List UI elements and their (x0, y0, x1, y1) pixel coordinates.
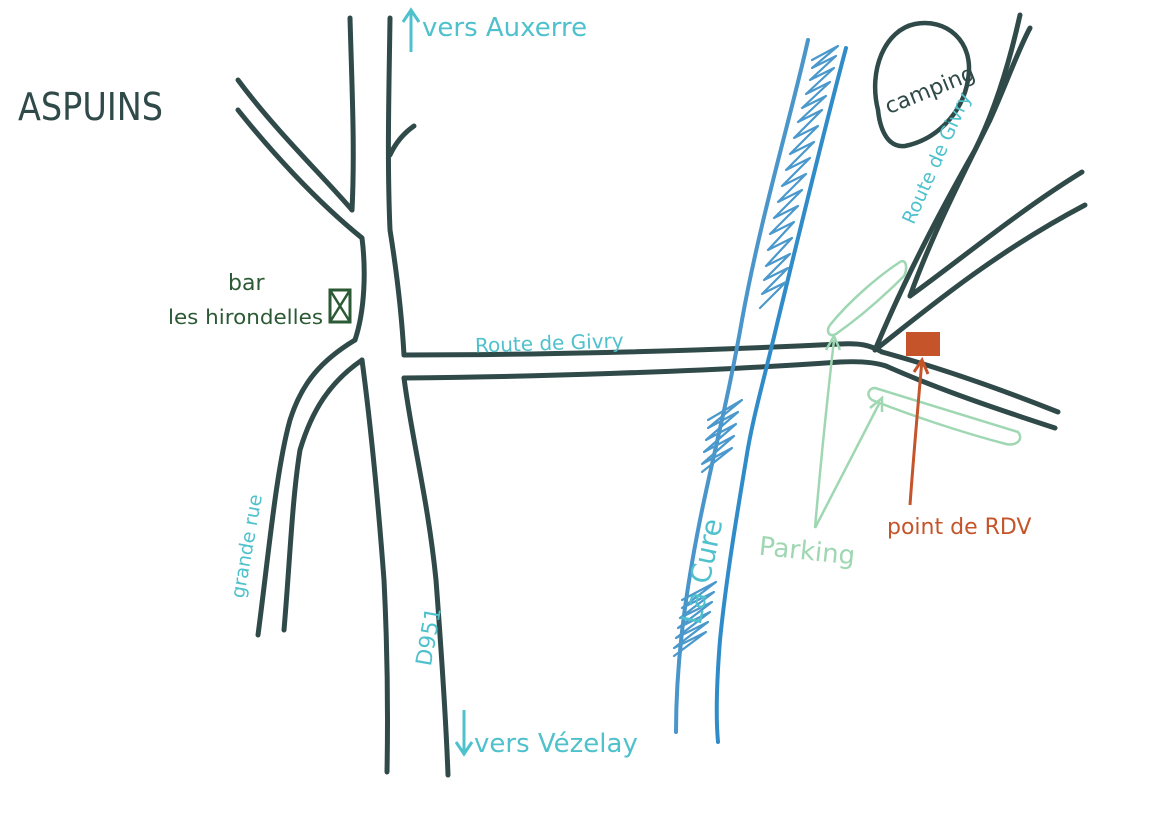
river-east-bank (714, 46, 848, 744)
grande-rue-label: grande rue (227, 493, 267, 600)
d951-south-west-edge (359, 357, 391, 775)
d951-south-east-edge (401, 375, 451, 778)
river-hatching-lower (700, 398, 744, 474)
bar-les-hirondelles: bar les hirondelles (168, 271, 352, 329)
south-direction: vers Vézelay (454, 710, 638, 759)
route-de-givry-north-edge (401, 341, 885, 358)
northeast-branch-lower (872, 202, 1088, 353)
camping-road-east-edge (907, 25, 1033, 299)
bar-marker-box (328, 288, 352, 324)
parking-label: Parking (758, 532, 857, 572)
parking-zone-south (867, 386, 1022, 446)
northeast-branch-upper (907, 169, 1085, 299)
bar-marker-cross (328, 289, 352, 323)
northwest-branch-lower (235, 107, 367, 343)
south-arrow-icon (454, 710, 474, 757)
route-de-givry-south-edge (401, 359, 889, 381)
d951-north-left-edge (347, 15, 356, 213)
meeting-point-arrow (908, 356, 930, 506)
camping-outline (872, 20, 972, 149)
parking-arrow-south (813, 395, 884, 529)
northwest-branch-upper (235, 77, 355, 213)
camping-area: camping (872, 20, 979, 149)
parking-arrow-north (813, 333, 842, 529)
north-arrow-icon (401, 7, 421, 52)
river-hatching-bottom (672, 580, 718, 658)
meeting-point-label: point de RDV (887, 515, 1031, 540)
d951-north-fork (387, 123, 417, 158)
north-direction-label: vers Auxerre (422, 13, 587, 43)
route-de-givry-label: Route de Givry (475, 328, 625, 357)
road-network (235, 12, 1088, 778)
bar-label-line1: bar (228, 271, 265, 296)
camping-road-west-edge (872, 12, 1023, 353)
river-label: La Cure (675, 516, 730, 628)
river-hatching (758, 44, 840, 310)
bar-label-line2: les hirondelles (168, 305, 323, 329)
grande-rue-east-edge (281, 357, 365, 633)
parking-zone-north (826, 259, 908, 337)
southeast-branch-lower (883, 363, 1058, 431)
meeting-point: point de RDV (887, 332, 1031, 540)
town-label: ASPUINS (18, 85, 163, 129)
grande-rue-west-edge (255, 337, 358, 638)
river-la-cure (672, 38, 848, 744)
d951-north-right-edge (385, 15, 407, 358)
north-direction: vers Auxerre (401, 7, 587, 52)
south-direction-label: vers Vézelay (474, 729, 638, 759)
southeast-branch-upper (879, 349, 1061, 415)
meeting-point-marker (906, 332, 940, 356)
